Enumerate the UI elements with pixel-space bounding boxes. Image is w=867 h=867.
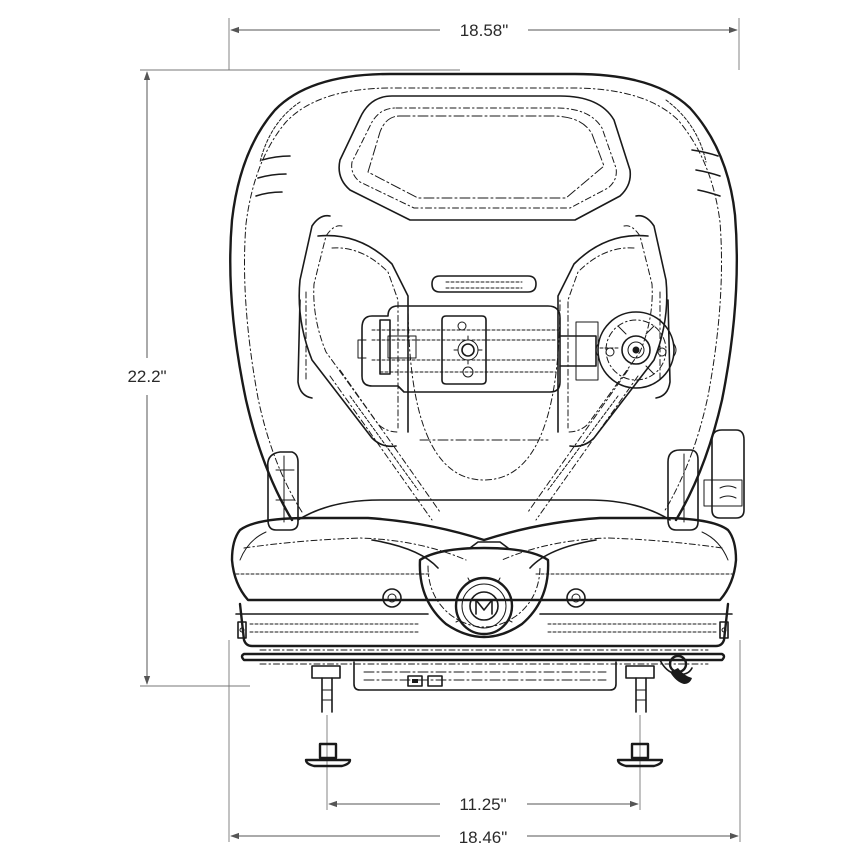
left-mount-stud bbox=[304, 665, 352, 768]
seat-base bbox=[235, 602, 733, 691]
backrest bbox=[229, 72, 738, 522]
weight-adjust-knob bbox=[451, 576, 517, 636]
recline-knob bbox=[595, 311, 677, 389]
left-bolt bbox=[382, 588, 402, 608]
right-side-panel bbox=[667, 429, 745, 531]
dimension-bottom-width: 18.46" bbox=[228, 640, 741, 847]
right-mount-stud bbox=[616, 665, 664, 768]
recline-mechanism bbox=[357, 305, 619, 393]
mount-spacing-label: 11.25" bbox=[459, 795, 506, 814]
left-side-panel bbox=[266, 451, 299, 531]
dimension-top-width: 18.58" bbox=[228, 18, 740, 70]
dimension-mount-spacing: 11.25" bbox=[326, 715, 641, 814]
top-width-label: 18.58" bbox=[460, 21, 509, 40]
height-label: 22.2" bbox=[127, 367, 166, 386]
slide-release-lever bbox=[659, 654, 693, 684]
bottom-width-label: 18.46" bbox=[459, 828, 508, 847]
seat-cushion bbox=[230, 516, 738, 602]
dimension-height: 22.2" bbox=[127, 69, 460, 687]
right-bolt bbox=[566, 588, 586, 608]
seat-center-pod bbox=[418, 541, 550, 639]
